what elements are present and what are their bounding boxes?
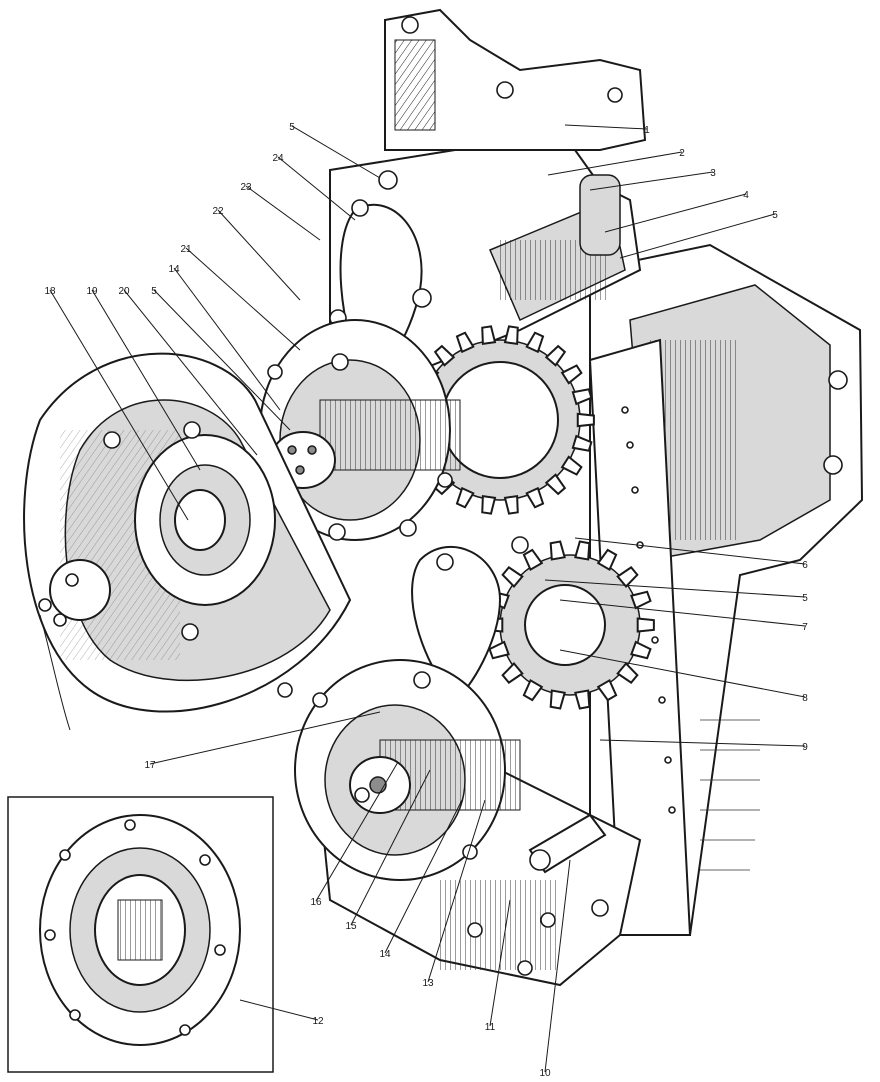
callout-leader xyxy=(315,761,399,902)
callout-leader xyxy=(544,859,571,1073)
gear-tooth xyxy=(481,494,497,515)
callout-number: 11 xyxy=(485,1022,496,1033)
gear-tooth xyxy=(525,486,545,509)
callout-number: 8 xyxy=(802,693,808,704)
gear-tooth xyxy=(630,590,652,610)
gear-tooth xyxy=(501,566,524,588)
gear-tooth xyxy=(503,325,519,346)
callout-leader xyxy=(384,799,463,954)
callout-leader xyxy=(291,125,381,179)
callout-number: 10 xyxy=(539,1068,551,1079)
callout-number: 6 xyxy=(802,560,808,571)
gear-tooth xyxy=(522,548,544,572)
gear-tooth xyxy=(544,473,567,496)
gear-tooth xyxy=(596,548,618,572)
callout-number: 3 xyxy=(710,168,716,179)
callout-leader xyxy=(123,289,258,456)
callout-number: 5 xyxy=(289,122,295,133)
callout-leader xyxy=(589,171,714,191)
callout-leader xyxy=(245,185,321,241)
gear-tooth xyxy=(574,540,591,561)
gear-tooth xyxy=(616,662,639,684)
callout-number: 5 xyxy=(772,210,778,221)
callout-number: 15 xyxy=(345,921,357,932)
callout-number: 1 xyxy=(644,125,650,136)
gear-tooth xyxy=(503,494,519,515)
gear-tooth xyxy=(455,486,475,509)
callout-number: 9 xyxy=(802,742,808,753)
callout-leader xyxy=(153,289,291,431)
gear-tooth xyxy=(525,331,545,354)
callout-leader xyxy=(564,124,648,130)
callout-number: 18 xyxy=(44,286,56,297)
gear-tooth xyxy=(522,678,544,702)
gearbox-housing xyxy=(318,8,864,987)
inset-flange-detail xyxy=(7,796,274,1073)
callout-number: 14 xyxy=(379,949,391,960)
callout-number: 21 xyxy=(180,244,192,255)
callout-number: 14 xyxy=(168,264,180,275)
callout-leader xyxy=(559,649,806,698)
callout-leader xyxy=(239,999,319,1021)
lower-spur-gear xyxy=(411,536,655,710)
gear-tooth xyxy=(560,455,583,476)
gear-tooth xyxy=(571,388,593,406)
callout-number: 2 xyxy=(679,148,685,159)
callout-number: 22 xyxy=(212,206,224,217)
callout-leader xyxy=(604,193,747,233)
gear-tooth xyxy=(636,617,655,633)
gear-tooth xyxy=(549,689,566,710)
callout-number: 23 xyxy=(240,182,252,193)
gear-tooth xyxy=(488,640,510,660)
middle-shaft-assembly xyxy=(259,319,461,541)
callout-leader xyxy=(544,579,806,598)
callout-leader xyxy=(277,156,356,221)
callout-number: 5 xyxy=(802,593,808,604)
gear-tooth xyxy=(544,344,567,367)
callout-leader xyxy=(547,151,683,176)
callout-leader xyxy=(217,209,301,301)
callout-leader xyxy=(599,739,806,747)
gear-tooth xyxy=(501,662,524,684)
callout-leader xyxy=(149,711,381,765)
callout-number: 12 xyxy=(312,1016,324,1027)
callout-leader xyxy=(173,267,281,411)
callout-number: 7 xyxy=(802,622,808,633)
callout-leader xyxy=(427,799,486,983)
callout-number: 17 xyxy=(144,760,156,771)
callout-number: 5 xyxy=(151,286,157,297)
gear-tooth xyxy=(574,689,591,710)
callout-leader xyxy=(185,247,301,351)
callout-leader xyxy=(91,289,201,471)
gear-tooth xyxy=(481,325,497,346)
callout-number: 13 xyxy=(422,978,434,989)
callout-leader xyxy=(350,769,431,926)
gear-tooth xyxy=(571,434,593,452)
callout-leader xyxy=(574,537,806,565)
callout-number: 19 xyxy=(86,286,98,297)
gear-tooth xyxy=(433,344,456,367)
callout-number: 24 xyxy=(272,153,284,164)
callout-number: 4 xyxy=(743,190,749,201)
gear-tooth xyxy=(616,566,639,588)
gear-tooth xyxy=(576,412,595,428)
gear-tooth xyxy=(455,331,475,354)
gear-tooth xyxy=(549,540,566,561)
brake-drum-cover xyxy=(23,352,352,731)
callout-number: 16 xyxy=(310,897,322,908)
callout-leader xyxy=(619,213,776,259)
gear-tooth xyxy=(560,364,583,385)
lower-shaft-assembly xyxy=(294,659,607,881)
callout-number: 20 xyxy=(118,286,130,297)
gear-tooth xyxy=(630,640,652,660)
gear-tooth xyxy=(596,678,618,702)
callout-leader xyxy=(559,599,806,627)
callout-leader xyxy=(489,899,511,1027)
callout-leader xyxy=(49,289,189,521)
